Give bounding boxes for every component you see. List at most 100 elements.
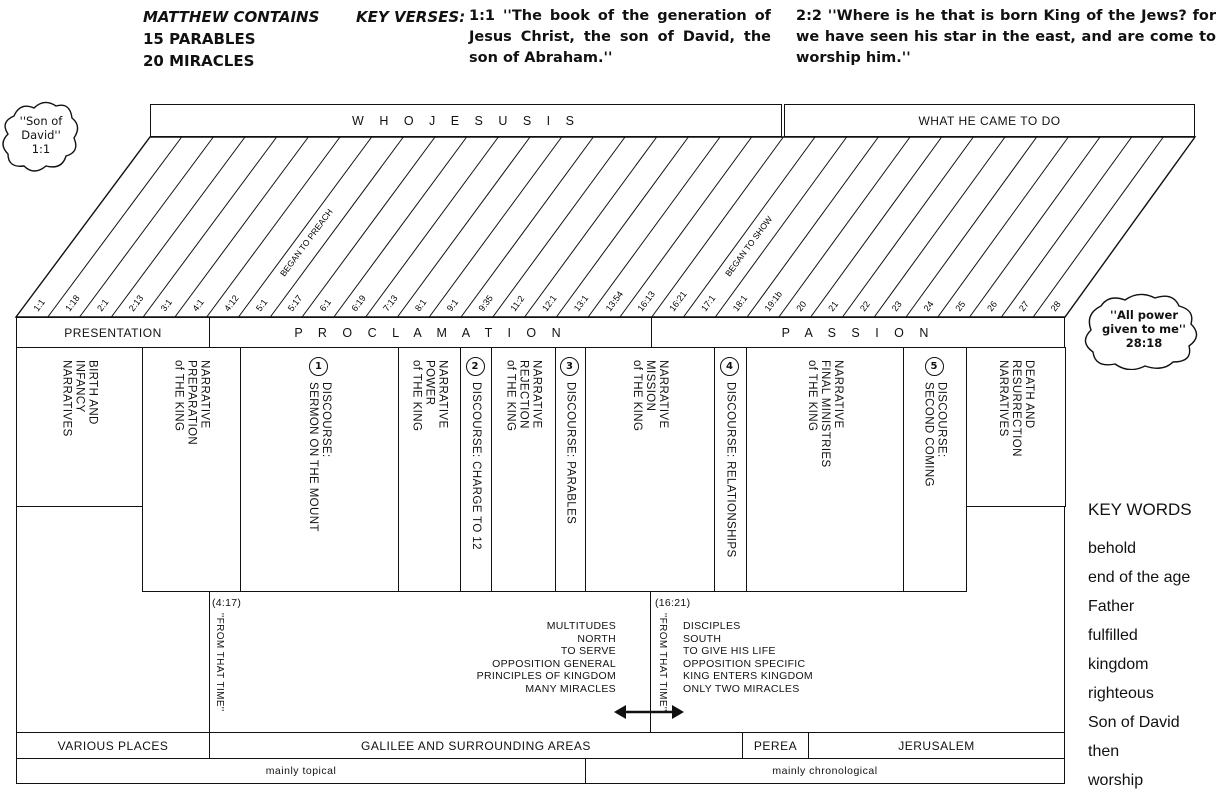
strip-line xyxy=(587,136,721,318)
cloud-right xyxy=(1084,293,1198,370)
strip-line xyxy=(937,136,1069,318)
chapter-ref: 22 xyxy=(858,299,872,313)
strip-line xyxy=(1001,136,1133,318)
strip-line xyxy=(397,136,531,318)
division-label-1: BIRTH AND INFANCY NARRATIVES xyxy=(60,360,99,437)
chapter-ref: 27 xyxy=(1017,299,1031,313)
strip-line xyxy=(79,136,214,318)
division-7 xyxy=(555,347,586,592)
what-he-came-to-do-banner: WHAT HE CAME TO DO xyxy=(784,104,1195,137)
contrast-item: MULTITUDES xyxy=(546,620,616,632)
from-that-time-1: ''FROM THAT TIME'' xyxy=(214,613,225,712)
key-verses-label: KEY VERSES: xyxy=(356,8,466,26)
strip-line xyxy=(619,136,753,318)
key-words-title: KEY WORDS xyxy=(1088,500,1192,519)
division-label-9: DISCOURSE: RELATIONSHIPS xyxy=(724,382,737,558)
division-label-12: DEATH AND RESURRECTION NARRATIVES xyxy=(997,360,1035,457)
strip-line xyxy=(1032,136,1164,318)
arrangement-topical: mainly topical xyxy=(16,758,586,784)
strip-line xyxy=(969,136,1101,318)
ref-4-17: (4:17) xyxy=(212,597,242,609)
chapter-ref: 28 xyxy=(1049,299,1063,313)
strip-line xyxy=(873,136,1006,318)
division-label-7: DISCOURSE: PARABLES xyxy=(564,382,577,525)
place-various: VARIOUS PLACES xyxy=(16,732,210,759)
contrast-item: TO SERVE xyxy=(560,645,616,657)
strip-line xyxy=(365,136,499,318)
divider-16-21 xyxy=(650,592,652,733)
strip-line xyxy=(524,136,658,318)
contrast-item: DISCIPLES xyxy=(683,620,741,632)
key-verse-2: 2:2 ''Where is he that is born King of t… xyxy=(796,8,1216,66)
division-12 xyxy=(966,347,1066,507)
contrast-item: SOUTH xyxy=(683,632,722,645)
division-label-3: DISCOURSE: SERMON ON THE MOUNT xyxy=(307,382,332,532)
contrast-item: TO GIVE HIS LIFE xyxy=(683,645,776,657)
strip-line xyxy=(142,136,278,318)
strip-line xyxy=(905,136,1038,318)
cloud-left xyxy=(2,101,79,172)
strip-line xyxy=(714,136,848,318)
contrast-item: ONLY TWO MIRACLES xyxy=(683,682,800,695)
place-galilee: GALILEE AND SURROUNDING AREAS xyxy=(209,732,743,759)
strip-line xyxy=(269,136,404,318)
key-verse-1: 1:1 ''The book of the generation of Jesu… xyxy=(469,8,771,66)
matthew-contains: MATTHEW CONTAINS 15 PARABLES 20 MIRACLES xyxy=(143,6,319,72)
strip-line xyxy=(778,136,911,318)
key-word: Father xyxy=(1088,598,1135,615)
chapter-ref: 21 xyxy=(826,299,840,313)
strip-line xyxy=(746,136,879,318)
division-6 xyxy=(491,347,556,592)
division-1 xyxy=(16,347,143,507)
strip-lines xyxy=(14,136,1197,318)
strip-line xyxy=(206,136,341,318)
parables-count: 15 PARABLES xyxy=(143,30,256,48)
miracles-count: 20 MIRACLES xyxy=(143,52,255,70)
division-3 xyxy=(240,347,399,592)
strip-line xyxy=(555,136,689,318)
contrast-item: OPPOSITION GENERAL xyxy=(492,657,616,670)
ref-16-21: (16:21) xyxy=(655,597,691,609)
place-perea: PEREA xyxy=(742,732,809,759)
division-label-6: NARRATIVE REJECTION of THE KING xyxy=(504,360,543,432)
contrast-item: PRINCIPLES OF KINGDOM xyxy=(476,670,616,682)
discourse-number-2: 2 xyxy=(465,357,485,376)
strip-line xyxy=(683,136,816,318)
strip-line xyxy=(651,136,784,318)
key-word: fulfilled xyxy=(1088,627,1138,644)
contrast-item: NORTH xyxy=(577,632,616,645)
key-word: kingdom xyxy=(1088,656,1149,673)
strip-line xyxy=(301,136,436,318)
chapter-ref: 24 xyxy=(922,299,936,313)
discourse-number-1: 1 xyxy=(309,357,328,376)
strip-line xyxy=(428,136,563,318)
key-word: then xyxy=(1088,743,1120,760)
division-label-11: DISCOURSE: SECOND COMING xyxy=(922,382,948,487)
arrangement-chronological: mainly chronological xyxy=(585,758,1065,784)
strip-line xyxy=(47,136,183,318)
division-label-8: NARRATIVE MISSION of THE KING xyxy=(631,360,669,432)
key-word: end of the age xyxy=(1088,569,1191,586)
discourse-number-5: 5 xyxy=(924,357,944,376)
division-label-5: DISCOURSE: CHARGE TO 12 xyxy=(470,382,482,550)
strip-line xyxy=(174,136,309,318)
strip-line xyxy=(110,136,246,318)
key-word: righteous xyxy=(1088,685,1154,702)
key-word: Son of David xyxy=(1088,714,1180,731)
contrast-item: MANY MIRACLES xyxy=(525,682,616,695)
place-jerusalem: JERUSALEM xyxy=(808,732,1065,759)
contrast-arrow xyxy=(614,705,684,719)
who-jesus-is-banner: W H O J E S U S I S xyxy=(150,104,782,137)
contains-label: MATTHEW CONTAINS xyxy=(143,8,320,26)
strip-line xyxy=(810,136,943,318)
division-11 xyxy=(903,347,967,592)
discourse-number-4: 4 xyxy=(720,357,739,376)
section-passion: P A S S I O N xyxy=(651,317,1065,348)
from-that-time-2: ''FROM THAT TIME'' xyxy=(657,613,668,712)
